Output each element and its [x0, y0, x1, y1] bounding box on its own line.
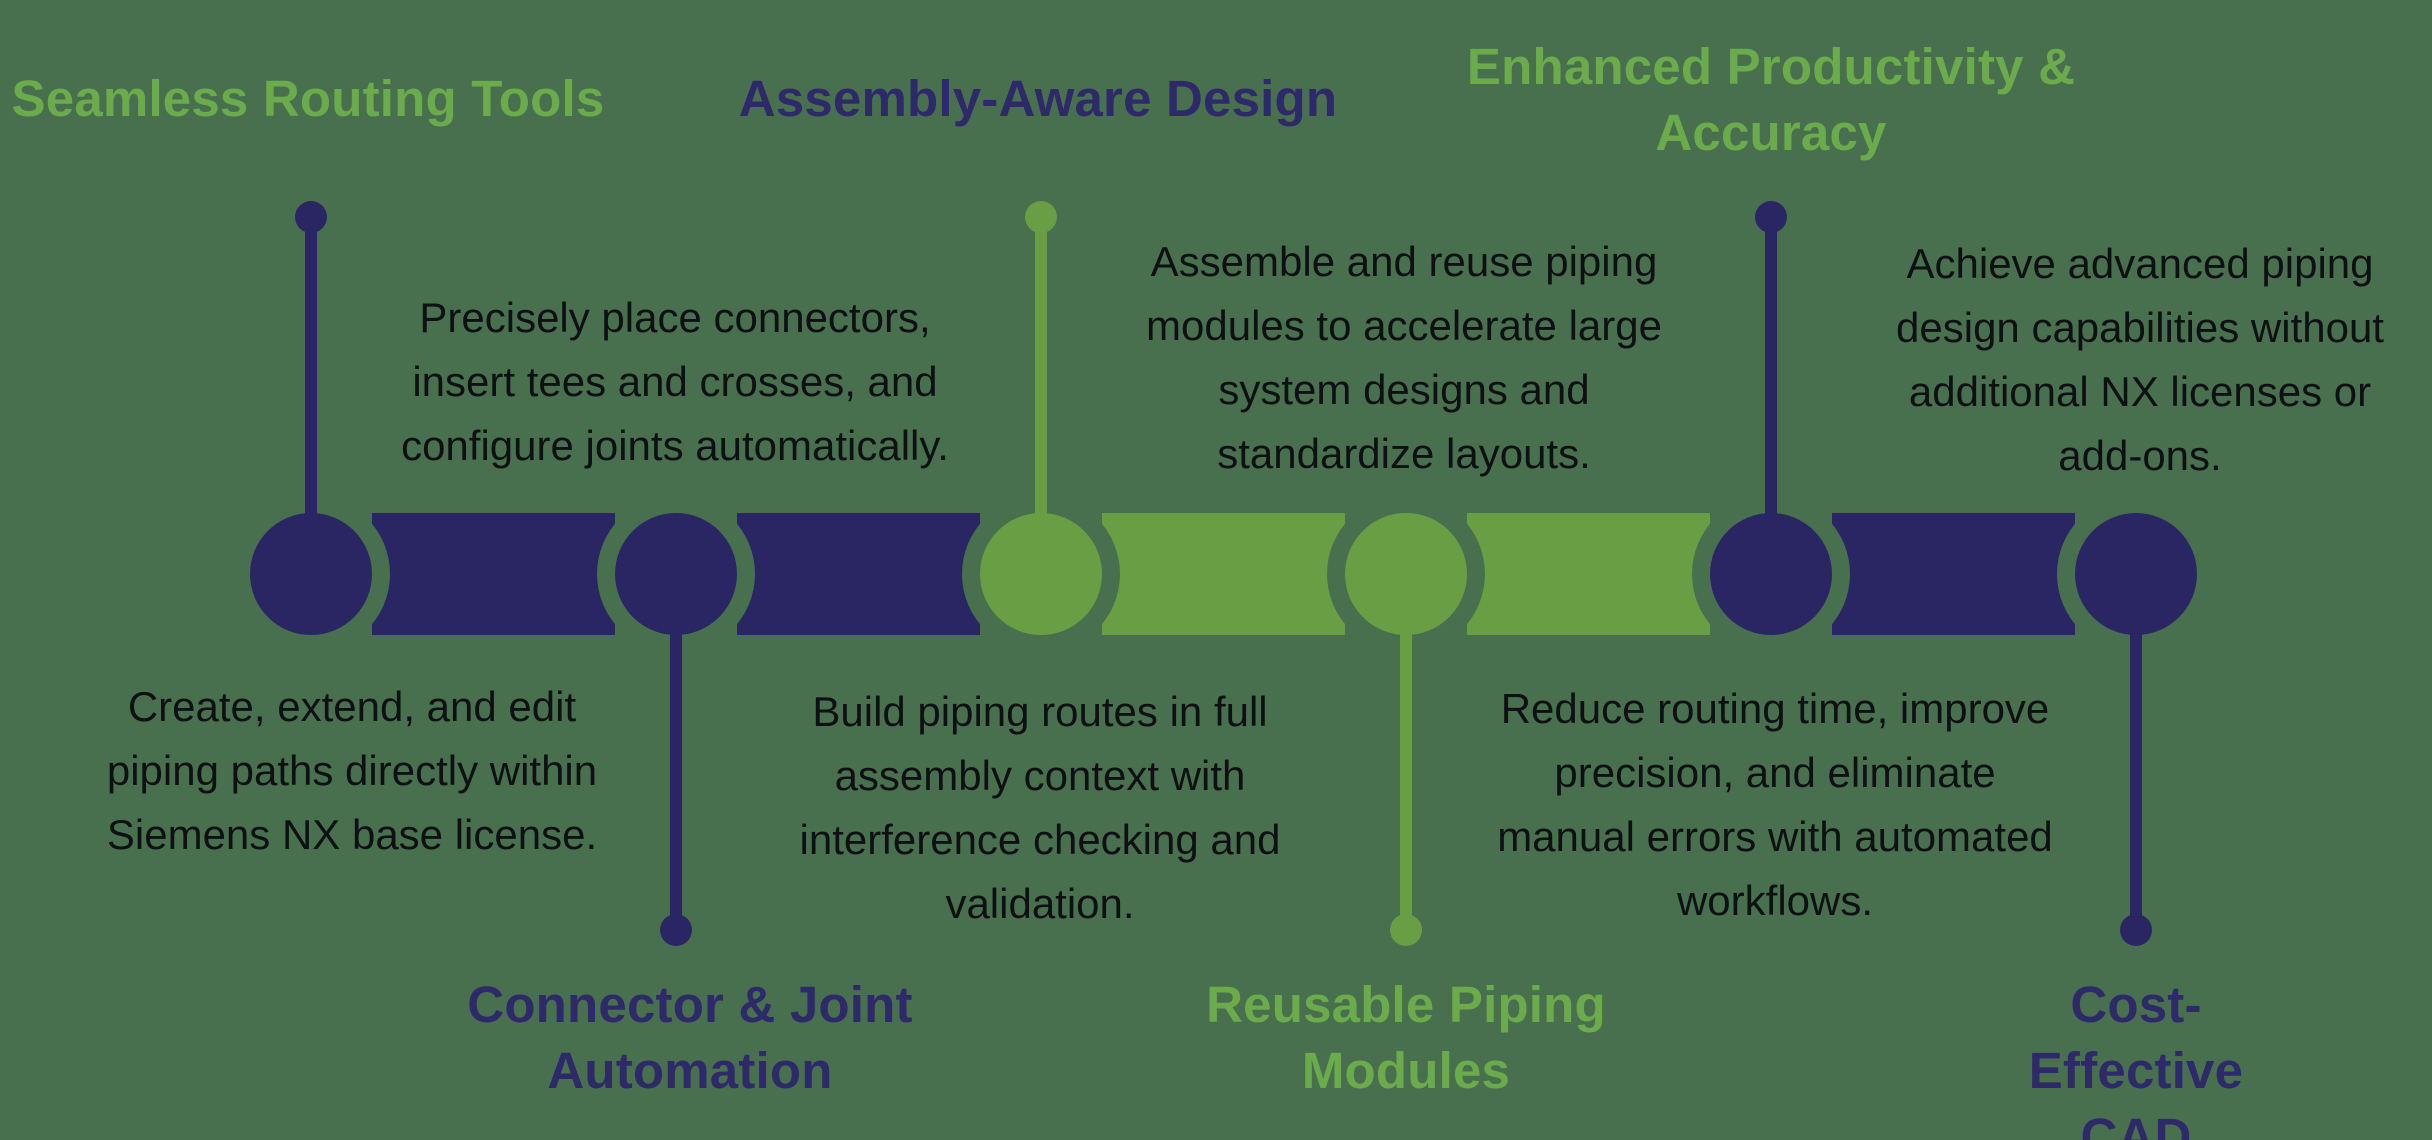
step-description-assembly-aware-design: Build piping routes in full assembly con… [799, 688, 1281, 927]
ribbon-segment-2 [737, 513, 980, 635]
ribbon-segment-4 [1467, 513, 1710, 635]
step-description-reusable-piping-modules: Assemble and reuse piping modules to acc… [1146, 238, 1662, 477]
ribbon-segment-3 [1102, 513, 1345, 635]
node-circle-5 [1710, 513, 1832, 635]
stem-dot-5 [1755, 201, 1787, 233]
node-circle-1 [250, 513, 372, 635]
stem-dot-4 [1390, 914, 1422, 946]
step-title-seamless-routing-tools: Seamless Routing Tools [11, 70, 605, 127]
step-description-cost-effective-cad-solution: Achieve advanced piping design capabilit… [1896, 240, 2384, 479]
step-title-connector-joint-automation: Connector & Joint Automation [467, 976, 913, 1099]
node-stem-1 [305, 217, 317, 574]
node-circle-6 [2075, 513, 2197, 635]
stem-dot-3 [1025, 201, 1057, 233]
node-stem-3 [1035, 217, 1047, 574]
node-stem-6 [2130, 574, 2142, 930]
node-stem-2 [670, 574, 682, 930]
ribbon-segment-1 [372, 513, 615, 635]
step-description-seamless-routing-tools: Create, extend, and edit piping paths di… [106, 683, 598, 858]
step-title-assembly-aware-design: Assembly-Aware Design [738, 70, 1338, 127]
stem-dot-6 [2120, 914, 2152, 946]
step-title-cost-effective-cad-solution: Cost-Effective CAD Solution [2028, 976, 2244, 1140]
node-stem-5 [1765, 217, 1777, 574]
node-circle-2 [615, 513, 737, 635]
ribbon-segment-5 [1832, 513, 2075, 635]
step-description-enhanced-productivity-accuracy: Reduce routing time, improve precision, … [1497, 685, 2053, 924]
node-circle-3 [980, 513, 1102, 635]
step-title-enhanced-productivity-accuracy: Enhanced Productivity & Accuracy [1466, 38, 2076, 161]
node-stem-4 [1400, 574, 1412, 930]
node-circle-4 [1345, 513, 1467, 635]
stem-dot-1 [295, 201, 327, 233]
step-title-reusable-piping-modules: Reusable Piping Modules [1206, 976, 1606, 1099]
stem-dot-2 [660, 914, 692, 946]
step-description-connector-joint-automation: Precisely place connectors, insert tees … [401, 294, 949, 469]
